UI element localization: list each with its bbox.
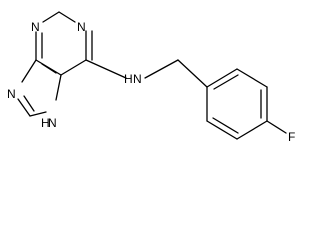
- fluorine-label: F: [288, 130, 295, 144]
- atom-n9-label: N: [7, 87, 16, 101]
- bond-ch2-ring: [177, 59, 208, 88]
- bond-c2-n3: [58, 11, 76, 23]
- amine-h-label: H: [124, 72, 133, 86]
- atom-n7-hydrogen-label: H: [41, 116, 50, 130]
- bond-nh-ch2: [144, 59, 179, 79]
- atom-n3-label: N: [31, 20, 40, 34]
- structure-canvas: N N N N H N H F: [7, 11, 295, 144]
- bond-c6-c5: [60, 59, 87, 76]
- bond-c6-nh: [85, 59, 127, 79]
- atom-n7-label: N: [48, 116, 57, 130]
- bond-n9-c8: [17, 98, 31, 117]
- bond-ar1: [206, 68, 238, 88]
- bond-ar5: [206, 120, 238, 140]
- molecule-structure: N N N N H N H F: [7, 11, 295, 144]
- atom-n1-label: N: [77, 20, 86, 34]
- fluorophenyl-ring: [206, 68, 287, 140]
- bond-ar2: [236, 68, 268, 88]
- bond-c8-n7: [29, 111, 47, 117]
- benzylamine-chain: [85, 59, 208, 88]
- bond-ar5-double: [212, 117, 239, 134]
- bond-ar-f: [266, 120, 287, 134]
- amine-n-label: N: [133, 72, 142, 86]
- bond-ar4: [236, 120, 268, 140]
- bond-c4-n9: [21, 59, 37, 83]
- imidazole-ring: [17, 59, 62, 117]
- bond-ar1-double: [213, 74, 239, 90]
- bond-n9-c8-double: [23, 95, 35, 112]
- bond-n7-c5: [55, 74, 62, 101]
- bond-c2-n1: [42, 11, 60, 23]
- bond-c5-c4-inner: [41, 63, 57, 74]
